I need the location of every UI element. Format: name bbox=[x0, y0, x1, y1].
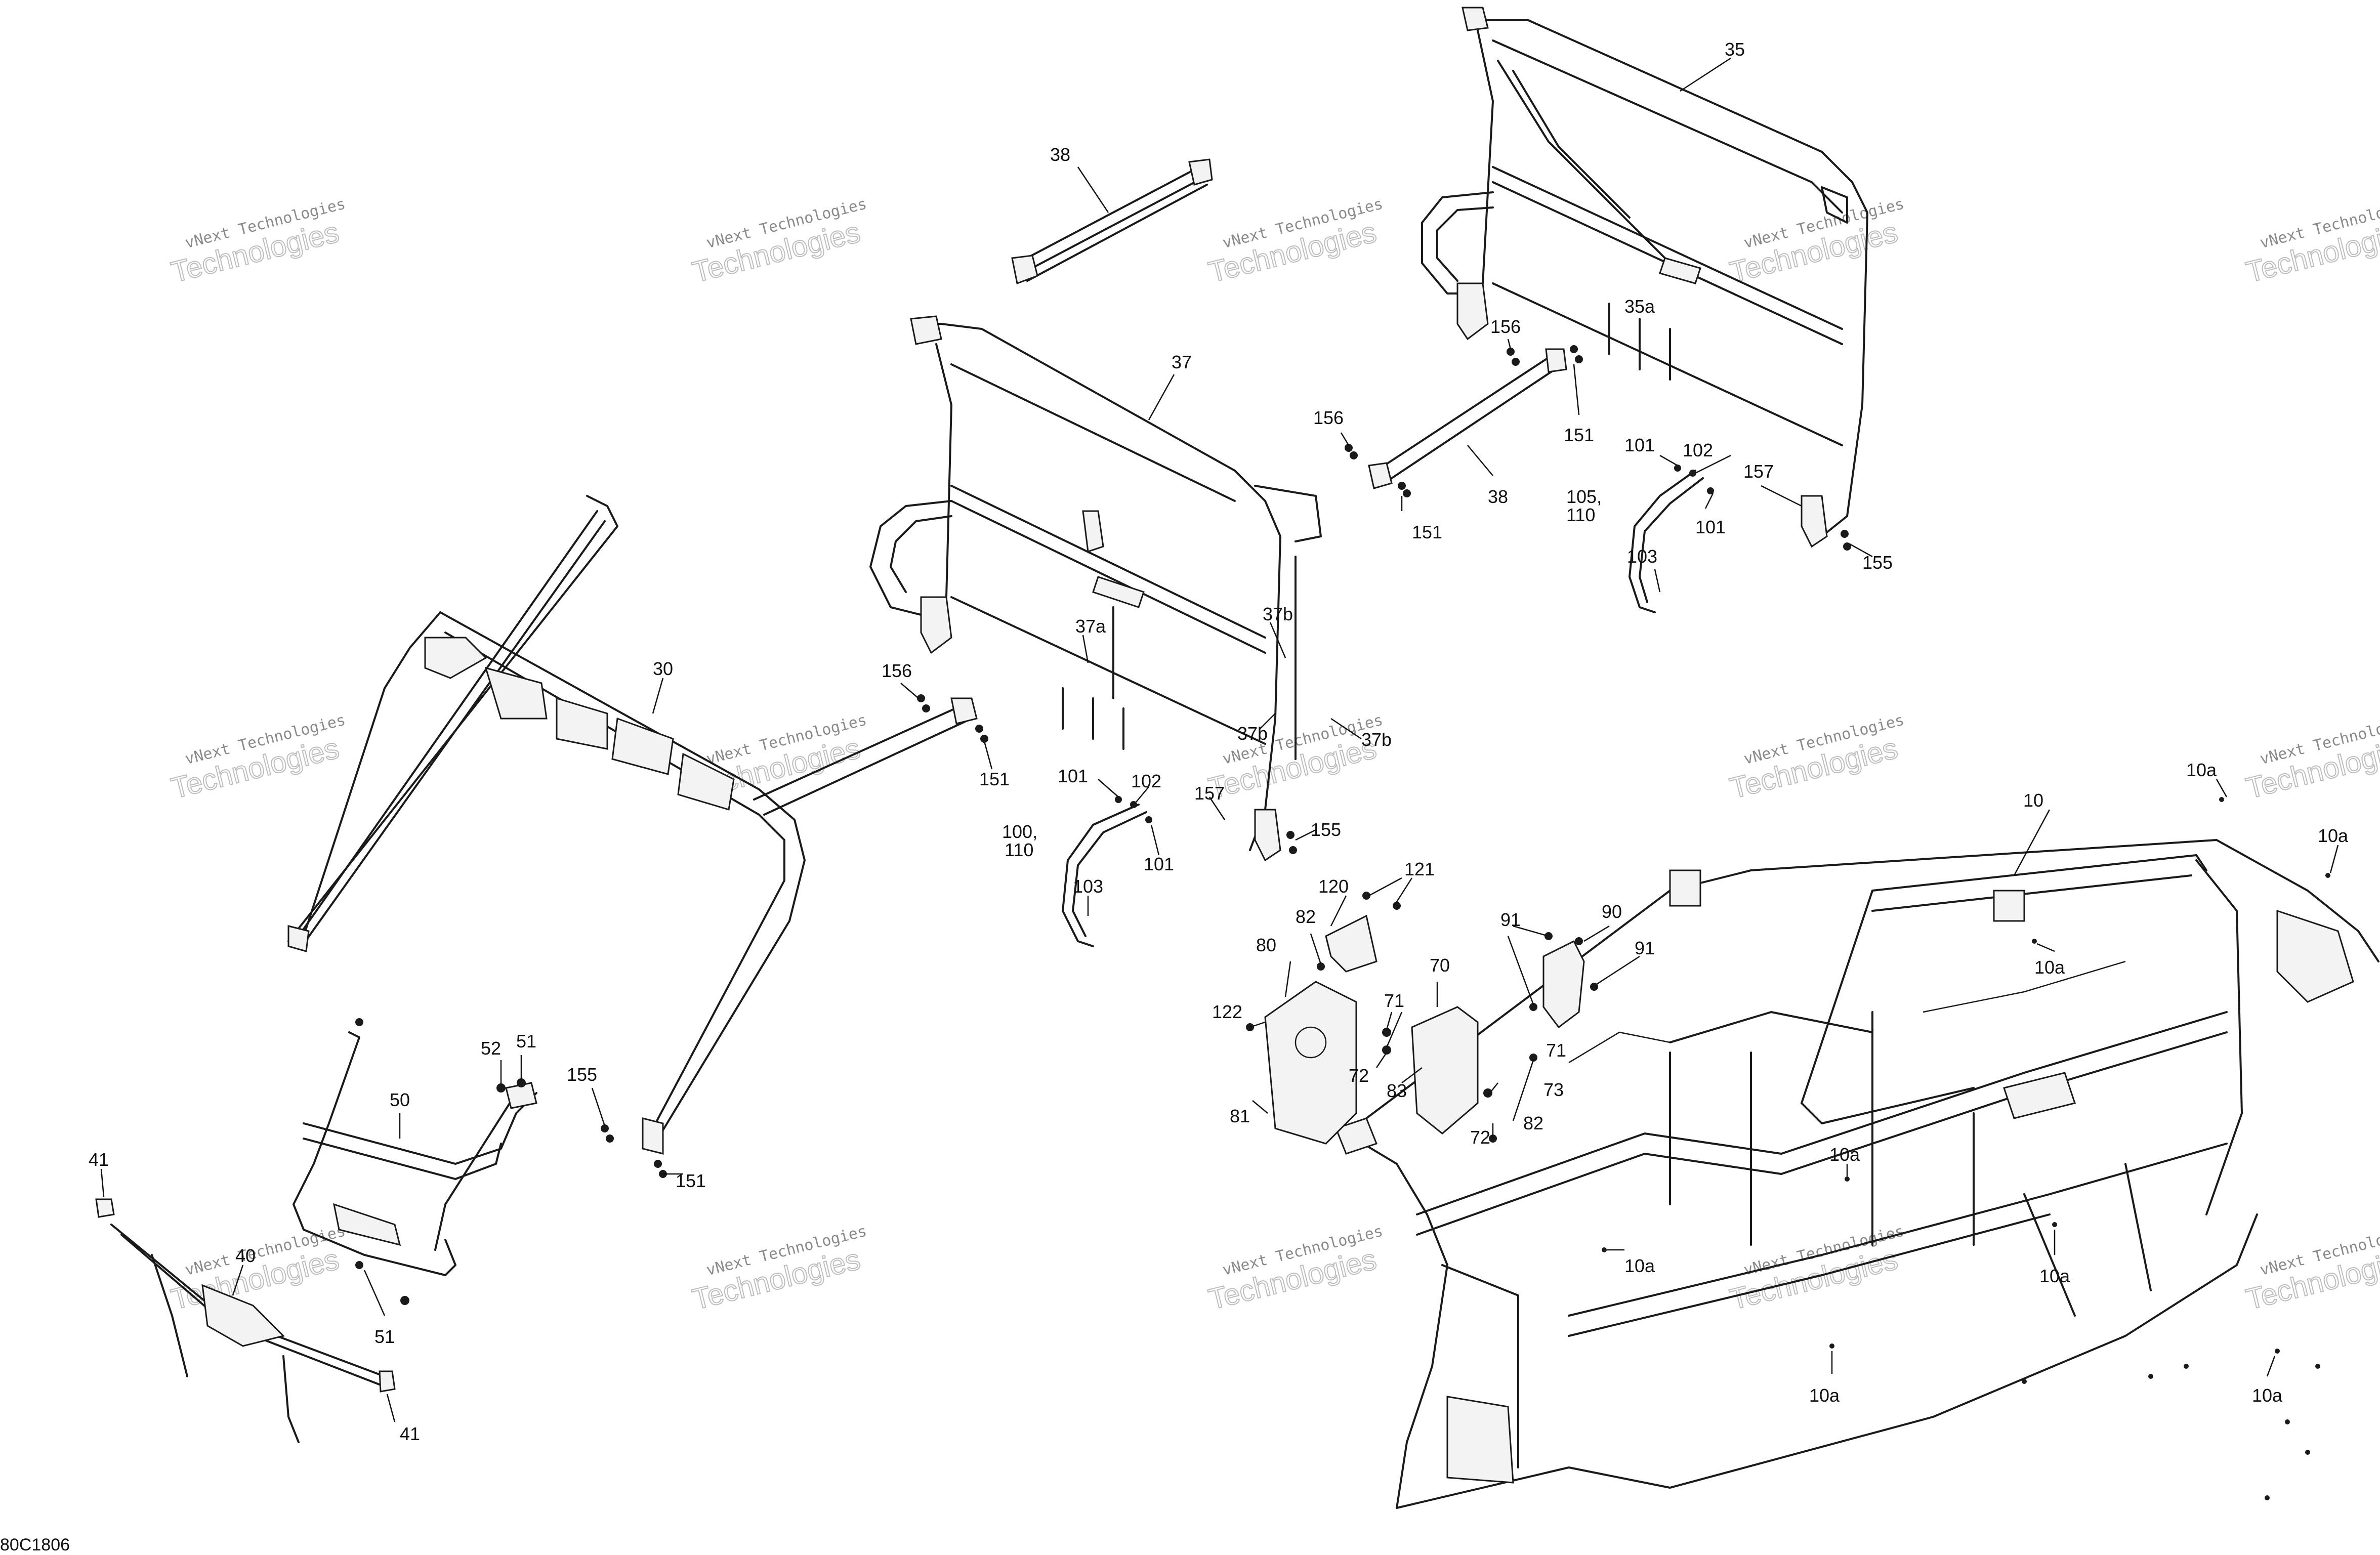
callout-151: 151 bbox=[979, 769, 1010, 789]
callout-82: 82 bbox=[1523, 1113, 1543, 1133]
part-38-top-rail bbox=[1011, 158, 1213, 285]
part-38-mid-bar bbox=[1368, 348, 1567, 489]
callout-37a: 37a bbox=[1075, 616, 1106, 637]
callout-100: 100, bbox=[1002, 821, 1037, 842]
part-30-front-frame bbox=[287, 495, 978, 1155]
callout-151: 151 bbox=[1412, 522, 1442, 542]
callout-72: 72 bbox=[1470, 1127, 1490, 1148]
callout-156: 156 bbox=[882, 660, 912, 681]
callout-37b: 37b bbox=[1263, 604, 1293, 624]
callout-81: 81 bbox=[1230, 1106, 1250, 1126]
part-100-handle bbox=[1062, 804, 1147, 947]
part-105-handle bbox=[1629, 470, 1704, 613]
callout-91: 91 bbox=[1635, 938, 1655, 958]
callout-156: 156 bbox=[1490, 316, 1521, 337]
leader-lines bbox=[100, 57, 2339, 1422]
callout-37b: 37b bbox=[1361, 729, 1392, 750]
callout-35: 35 bbox=[1725, 39, 1745, 60]
callout-155: 155 bbox=[1311, 819, 1341, 840]
callout-91: 91 bbox=[1500, 909, 1521, 930]
callout-80: 80 bbox=[1256, 935, 1276, 955]
part-70-plate bbox=[1411, 1006, 1479, 1134]
callout-83: 83 bbox=[1387, 1080, 1407, 1101]
callout-110: 110 bbox=[1566, 505, 1595, 525]
callout-101: 101 bbox=[1058, 766, 1088, 786]
callout-102: 102 bbox=[1131, 771, 1161, 791]
callout-90: 90 bbox=[1602, 901, 1622, 922]
callout-30: 30 bbox=[653, 658, 673, 679]
callout-10a: 10a bbox=[2252, 1385, 2283, 1406]
part-80-plate bbox=[1264, 981, 1357, 1145]
callout-50: 50 bbox=[390, 1089, 410, 1110]
callout-157: 157 bbox=[1743, 461, 1774, 482]
callout-10a: 10a bbox=[2186, 760, 2217, 780]
part-50-front-bracket bbox=[293, 1031, 537, 1276]
part-120-bracket bbox=[1325, 914, 1377, 973]
callout-101: 101 bbox=[1624, 435, 1655, 455]
part-90-bracket bbox=[1542, 940, 1585, 1029]
callout-10a: 10a bbox=[1624, 1255, 1655, 1276]
callout-51: 51 bbox=[516, 1031, 536, 1052]
callout-102: 102 bbox=[1683, 440, 1713, 460]
callout-10a: 10a bbox=[2318, 825, 2349, 846]
callout-155: 155 bbox=[567, 1064, 597, 1085]
callout-105: 105, bbox=[1566, 486, 1602, 507]
diagram-code: 80C1806 bbox=[0, 1535, 70, 1554]
callout-82: 82 bbox=[1296, 906, 1316, 927]
callout-72: 72 bbox=[1349, 1065, 1369, 1086]
callout-103: 103 bbox=[1627, 546, 1657, 567]
callout-156: 156 bbox=[1313, 407, 1344, 428]
callout-41: 41 bbox=[89, 1149, 109, 1170]
callout-110: 110 bbox=[1005, 839, 1033, 860]
callout-38-top: 38 bbox=[1050, 144, 1070, 165]
callout-35a: 35a bbox=[1624, 296, 1655, 317]
callout-103: 103 bbox=[1073, 876, 1103, 897]
part-37-mid-cage bbox=[869, 315, 1322, 862]
callout-10a: 10a bbox=[1809, 1385, 1840, 1406]
callout-10a: 10a bbox=[2039, 1266, 2070, 1286]
callout-37b: 37b bbox=[1237, 723, 1268, 744]
callout-70: 70 bbox=[1430, 955, 1450, 976]
callout-10a: 10a bbox=[2034, 957, 2065, 978]
callout-151: 151 bbox=[676, 1170, 706, 1191]
callout-101: 101 bbox=[1695, 517, 1726, 537]
callout-labels: 35 38 37 35a 156 156 151 38 151 101 102 … bbox=[89, 39, 2349, 1444]
callout-155: 155 bbox=[1862, 552, 1893, 573]
callout-121: 121 bbox=[1404, 859, 1435, 879]
callout-120: 120 bbox=[1318, 876, 1349, 897]
callout-122: 122 bbox=[1212, 1001, 1242, 1022]
callout-10a: 10a bbox=[1829, 1144, 1860, 1165]
callout-71: 71 bbox=[1384, 990, 1404, 1011]
callout-157: 157 bbox=[1194, 783, 1225, 804]
callout-10: 10 bbox=[2023, 790, 2043, 811]
callout-101: 101 bbox=[1144, 854, 1174, 874]
callout-52: 52 bbox=[481, 1038, 501, 1059]
part-40-front-bumper bbox=[95, 1198, 396, 1443]
callout-51: 51 bbox=[374, 1326, 395, 1347]
callout-71: 71 bbox=[1546, 1040, 1566, 1061]
part-10-chassis bbox=[1335, 839, 2379, 1509]
part-35-rear-cage bbox=[1421, 7, 1868, 548]
callout-41: 41 bbox=[400, 1423, 420, 1444]
callout-37: 37 bbox=[1172, 352, 1192, 372]
callout-38-mid: 38 bbox=[1488, 486, 1508, 507]
fasteners bbox=[355, 345, 2330, 1500]
callout-151: 151 bbox=[1564, 425, 1594, 445]
callout-40: 40 bbox=[235, 1245, 256, 1266]
callout-73: 73 bbox=[1543, 1079, 1564, 1100]
